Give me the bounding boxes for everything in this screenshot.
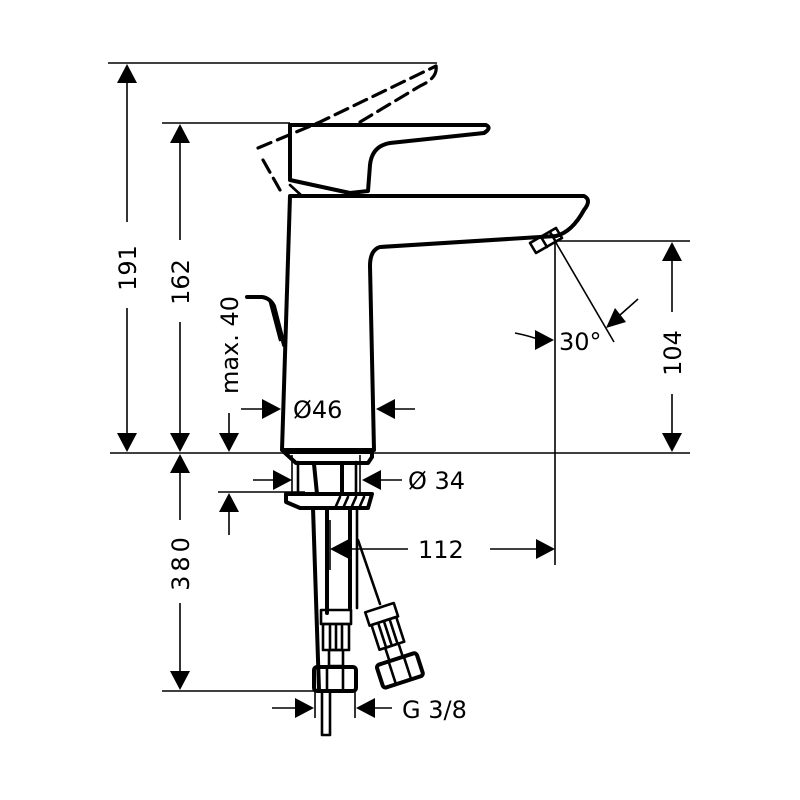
threaded-rod-left	[312, 462, 319, 496]
dimension-label-max-40: max. 40	[216, 296, 244, 394]
dimension-label-diameter-34: Ø 34	[408, 467, 465, 495]
arrow-up-icon	[117, 64, 137, 83]
lever-handle	[288, 123, 491, 195]
arrow-left-icon	[356, 698, 375, 718]
hose-right-crimp	[363, 601, 425, 690]
arrow-left-icon	[362, 470, 381, 490]
tap-body-outline	[280, 194, 590, 452]
spray-angle-line	[554, 240, 615, 343]
dimension-label-191: 191	[114, 245, 142, 291]
lever-open-position-back	[261, 158, 282, 192]
arrow-down-icon	[170, 671, 190, 690]
dimension-label-g-3-8: G 3/8	[402, 696, 467, 724]
dimension-max-40: max. 40	[216, 296, 244, 452]
dimension-diameter-46: Ø46	[241, 396, 415, 424]
body-base	[282, 450, 374, 465]
lever-base-detail	[288, 183, 304, 198]
lever-open-position-lower	[358, 64, 438, 124]
arrow-right-icon	[273, 470, 292, 490]
dimension-112: 112	[330, 536, 555, 564]
arrow-right-icon	[262, 399, 281, 419]
mounting-nut	[284, 492, 374, 510]
dimension-mounting-thickness	[219, 493, 239, 535]
mounting-assembly	[282, 450, 374, 510]
arrow-up-icon	[170, 454, 190, 473]
copper-tube-tail	[320, 689, 332, 737]
arrow-down-icon	[219, 433, 239, 452]
dimension-380: 380	[167, 454, 195, 690]
dimension-label-162: 162	[167, 259, 195, 305]
aerator	[528, 226, 564, 255]
dimension-label-380: 380	[167, 533, 195, 591]
arrow-down-icon	[117, 433, 137, 452]
arrow-down-left-icon	[606, 308, 626, 328]
arrow-right-icon	[535, 330, 554, 350]
dimension-g-3-8: G 3/8	[272, 696, 467, 724]
arrow-down-icon	[170, 433, 190, 452]
hose-left-crimp	[319, 608, 353, 668]
dimension-label-diameter-46: Ø46	[293, 396, 342, 424]
drain-pull-rod	[245, 295, 286, 347]
drain-pull-rod-inner	[268, 300, 282, 342]
tap-body	[245, 64, 590, 452]
arrow-right-icon	[536, 539, 555, 559]
dimension-angle-30: 30°	[514, 298, 639, 356]
hose-left-nut	[312, 665, 358, 693]
mounting-nut-hatch	[334, 495, 366, 508]
arrow-down-icon	[662, 433, 682, 452]
supply-hoses	[311, 506, 425, 737]
dimension-label-angle-30: 30°	[559, 328, 602, 356]
hose-right-nut	[374, 651, 425, 690]
dimension-162: 162	[167, 124, 195, 452]
hose-right-line	[356, 538, 382, 606]
hose-left-outer	[311, 506, 321, 692]
extension-lines	[108, 62, 690, 718]
arrow-up-icon	[662, 242, 682, 261]
dimension-label-112: 112	[418, 536, 464, 564]
arrow-up-icon	[170, 124, 190, 143]
arrow-up-icon	[219, 493, 239, 512]
arrow-left-icon	[376, 399, 395, 419]
arrow-left-icon	[330, 539, 349, 559]
lever-open-position-upper	[256, 64, 438, 150]
dimension-label-104: 104	[659, 330, 687, 376]
arrow-right-icon	[295, 698, 314, 718]
dimension-diameter-34: Ø 34	[253, 467, 465, 495]
dimension-104: 104	[659, 242, 687, 452]
dimension-191: 191	[114, 64, 142, 452]
